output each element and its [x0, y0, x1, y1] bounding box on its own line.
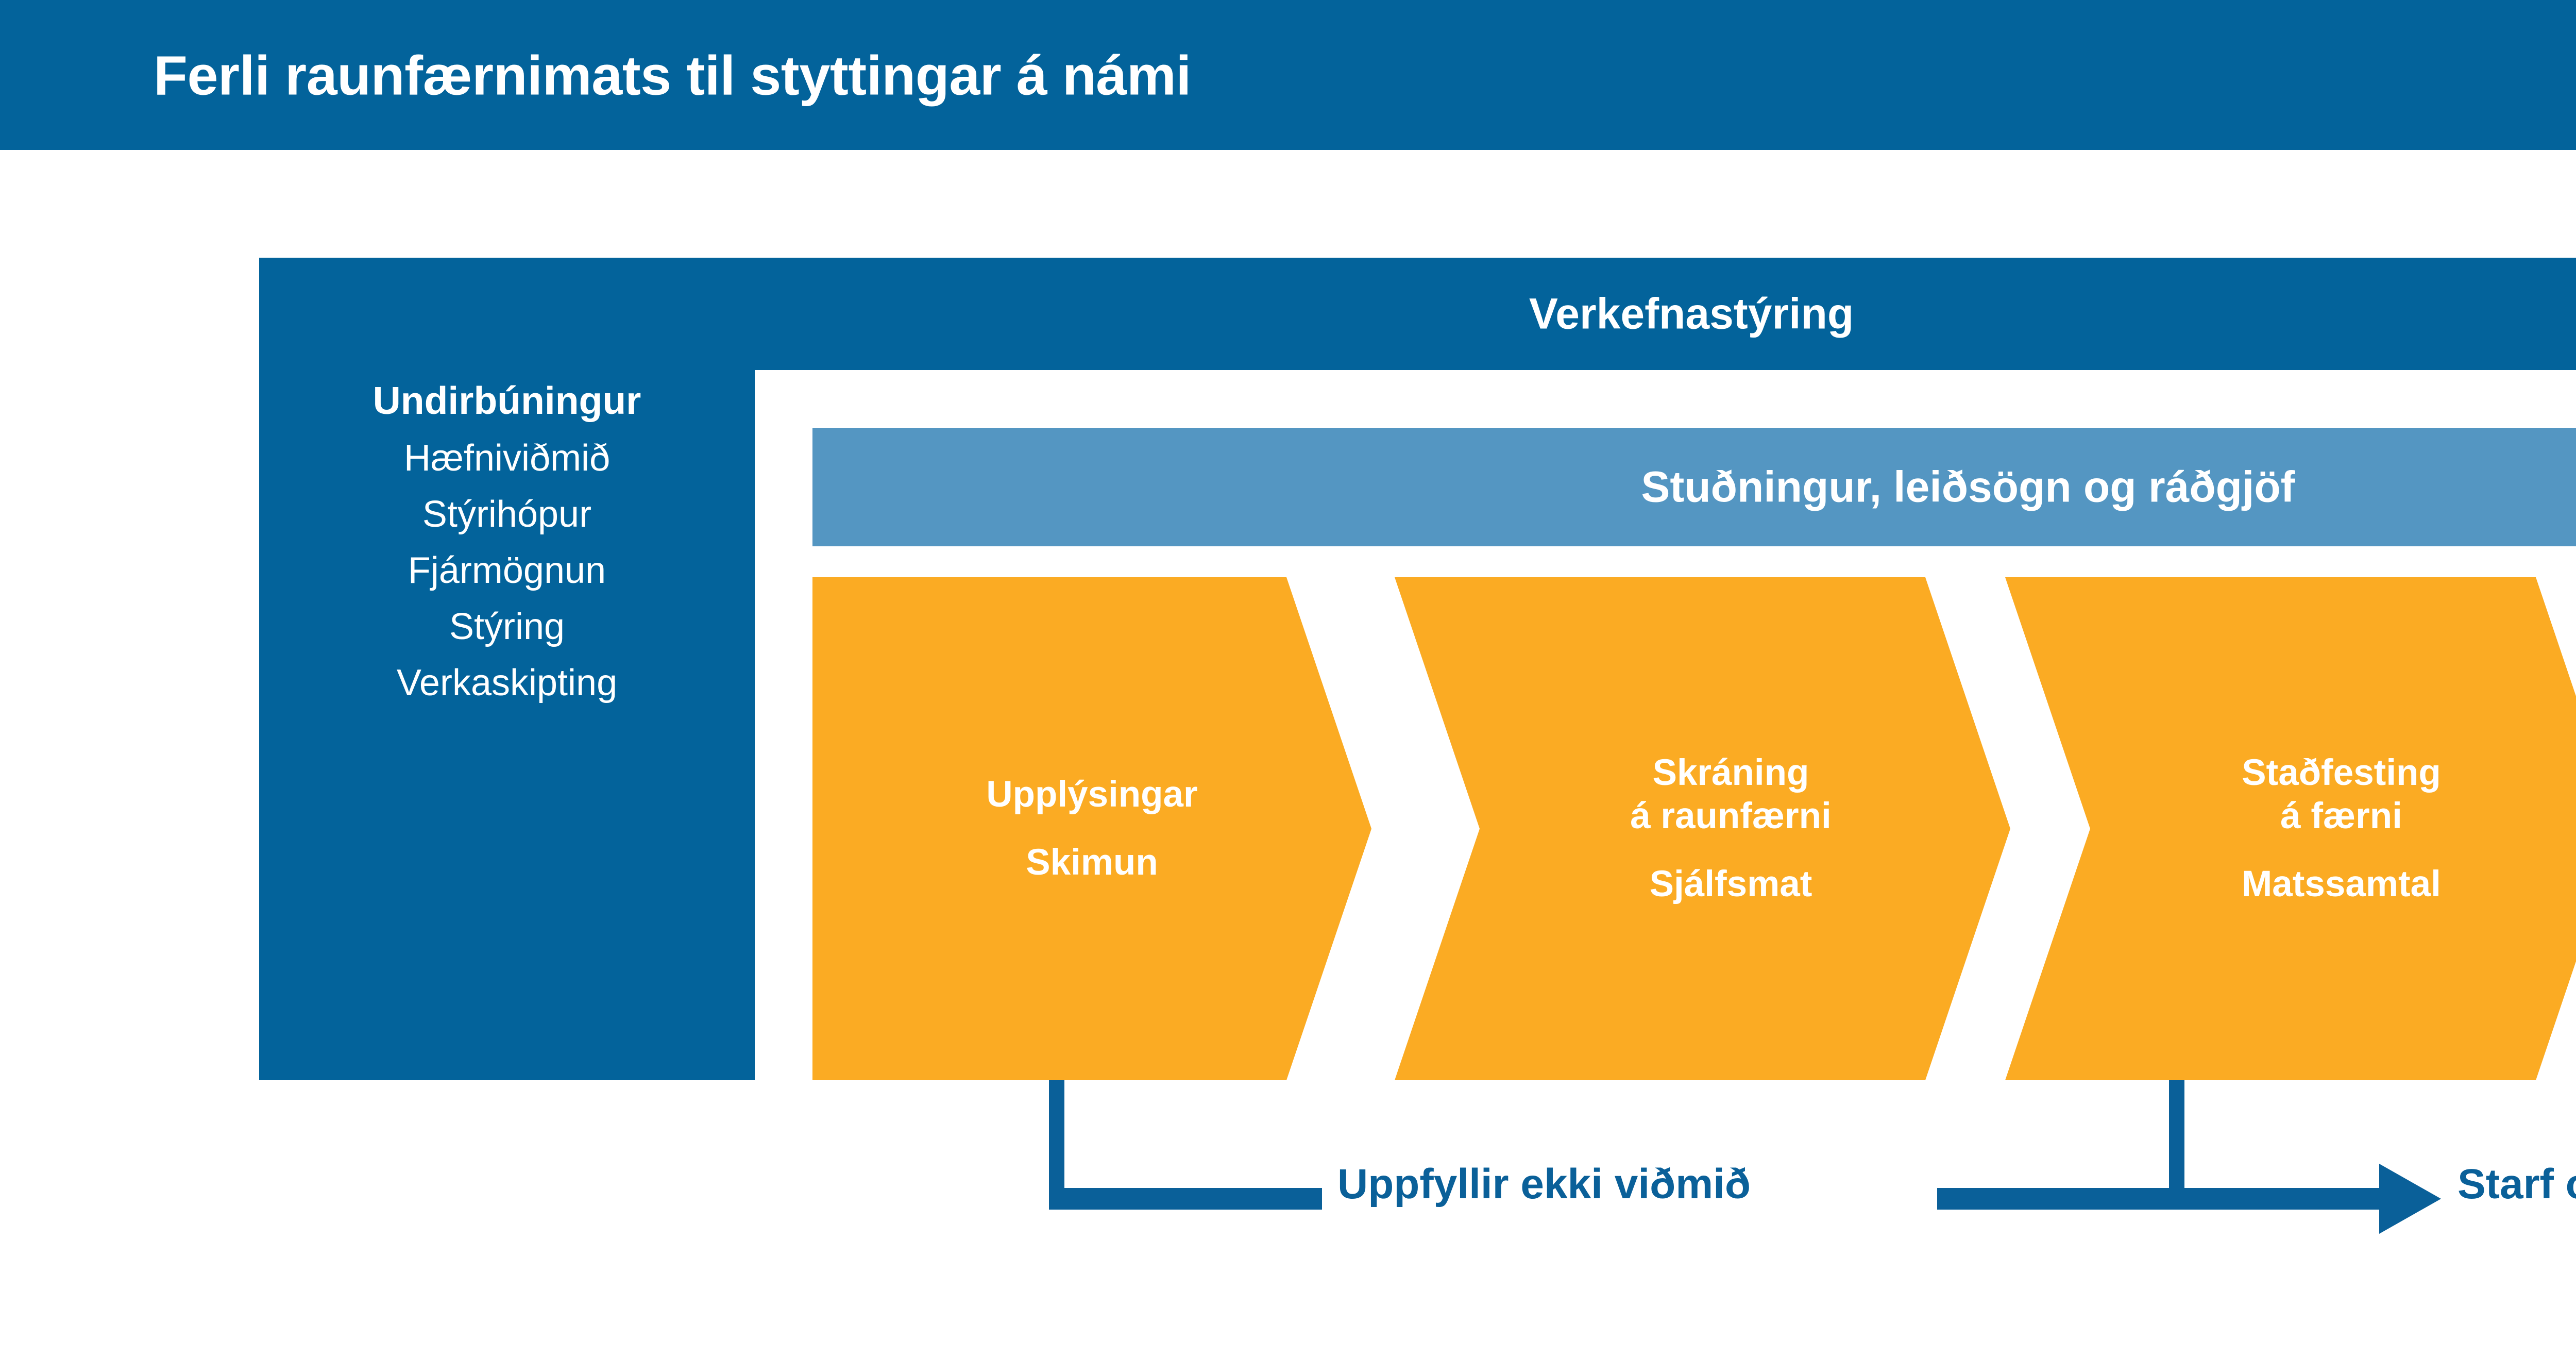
process-step-1-line1: Upplýsingar: [986, 774, 1198, 815]
support-band: Stuðningur, leiðsögn og ráðgjöf: [812, 428, 2576, 546]
process-step-1-line2: Skimun: [1026, 842, 1158, 883]
sidebar-item-styrihopur: Stýrihópur: [422, 494, 592, 535]
process-step-3-line1: Staðfesting á færni: [2242, 752, 2441, 837]
title-bar: Ferli raunfærnimats til styttingar á nám…: [0, 0, 2576, 150]
process-chevron-row: Upplýsingar Skimun Skráning á raunfærni …: [812, 577, 2576, 1080]
management-band-label: Verkefnastýring: [1529, 289, 1854, 338]
process-step-1: Upplýsingar Skimun: [812, 577, 1371, 1080]
process-step-2: Skráning á raunfærni Sjálfsmat: [1395, 577, 2010, 1080]
connector-vertical-step1: [1049, 1080, 1064, 1203]
connector-horizontal-right: [1937, 1188, 2380, 1210]
process-step-2-line2: Sjálfsmat: [1649, 863, 1812, 904]
process-step-2-line1: Skráning á raunfærni: [1630, 752, 1832, 837]
process-step-3: Staðfesting á færni Matssamtal: [2005, 577, 2576, 1080]
sidebar-item-haefnividmid: Hæfniviðmið: [403, 438, 611, 479]
sidebar-item-styring: Stýring: [449, 606, 565, 647]
preparation-title: Undirbúningur: [372, 379, 641, 422]
page-title: Ferli raunfærnimats til styttingar á nám…: [154, 44, 1191, 106]
process-step-3-line2: Matssamtal: [2242, 863, 2441, 904]
connector-label-not-meeting: Uppfyllir ekki viðmið: [1337, 1161, 1751, 1208]
preparation-sidebar: Undirbúningur Hæfniviðmið Stýrihópur Fjá…: [259, 370, 755, 1080]
connector-label-outcome: Starf og/eða nám: [2458, 1161, 2576, 1208]
arrow-right-icon: [2379, 1164, 2441, 1234]
sidebar-item-fjarmognun: Fjármögnun: [408, 550, 606, 591]
connector-horizontal-left: [1049, 1188, 1322, 1210]
connector-vertical-step3: [2169, 1080, 2184, 1204]
sidebar-item-verkaskipting: Verkaskipting: [396, 662, 618, 703]
support-band-label: Stuðningur, leiðsögn og ráðgjöf: [1641, 462, 2295, 511]
management-band: Verkefnastýring: [259, 258, 2576, 370]
